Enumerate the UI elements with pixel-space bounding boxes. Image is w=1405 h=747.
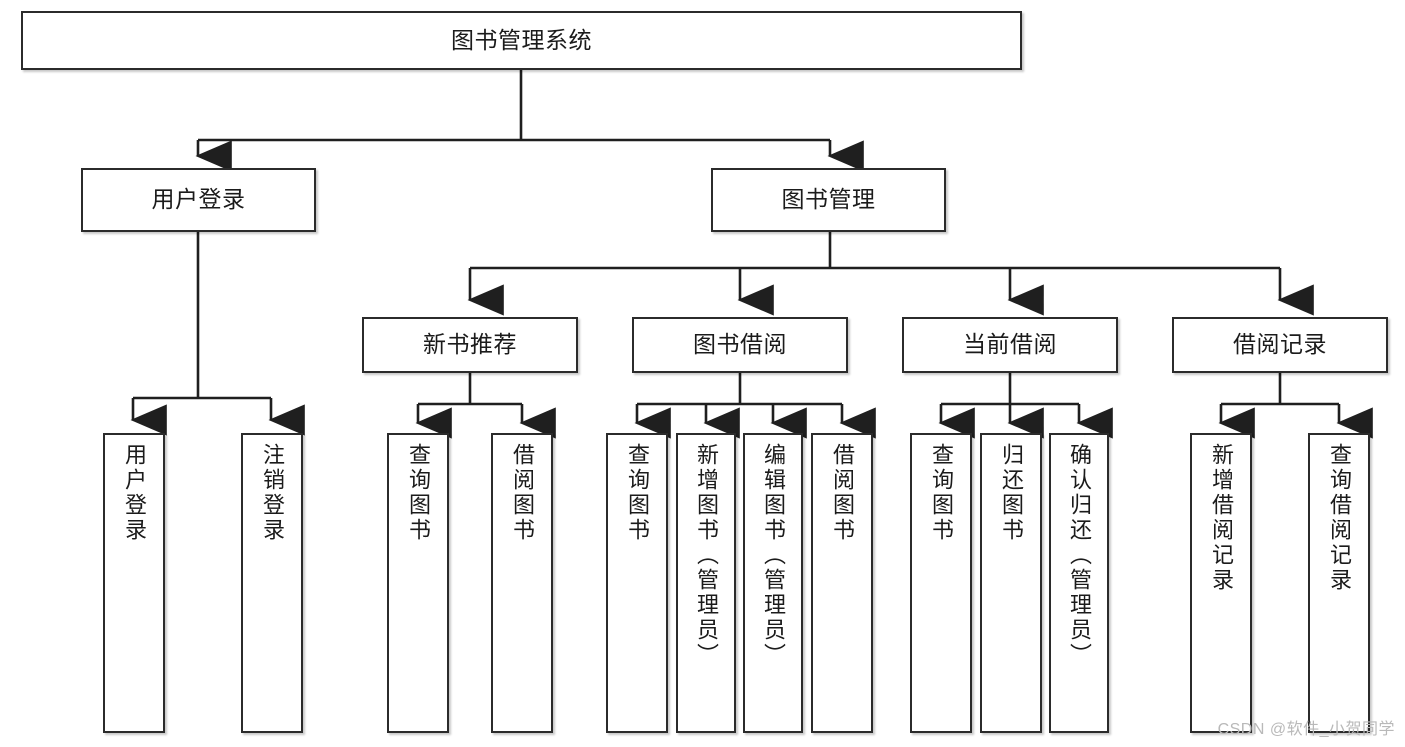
- leaf-recommend-borrow-book[interactable]: 借阅图书: [491, 433, 553, 733]
- leaf-label: 查询图书: [625, 443, 650, 543]
- watermark: CSDN @软件_小贺同学: [1217, 721, 1395, 738]
- leaf-borrow-add-book-admin[interactable]: 新增图书（管理员）: [676, 433, 736, 733]
- leaf-label: 注销登录: [260, 443, 285, 543]
- leaf-borrow-query-book[interactable]: 查询图书: [606, 433, 668, 733]
- node-root-label: 图书管理系统: [451, 26, 592, 53]
- leaf-label: 查询图书: [929, 443, 954, 543]
- leaf-current-query-book[interactable]: 查询图书: [910, 433, 972, 733]
- node-book-borrow-label: 图书借阅: [693, 331, 787, 358]
- leaf-user-login-signin[interactable]: 用户登录: [103, 433, 165, 733]
- node-borrow-record[interactable]: 借阅记录: [1172, 317, 1388, 373]
- node-current-borrow-label: 当前借阅: [963, 331, 1057, 358]
- leaf-label: 编辑图书（管理员）: [761, 443, 786, 668]
- leaf-borrow-borrow-book[interactable]: 借阅图书: [811, 433, 873, 733]
- node-borrow-record-label: 借阅记录: [1233, 331, 1327, 358]
- node-book-management-label: 图书管理: [781, 186, 876, 213]
- leaf-record-query-record[interactable]: 查询借阅记录: [1308, 433, 1370, 733]
- node-new-book-recommend[interactable]: 新书推荐: [362, 317, 578, 373]
- leaf-label: 归还图书: [999, 443, 1024, 543]
- node-user-login-label: 用户登录: [151, 186, 246, 213]
- leaf-label: 查询借阅记录: [1327, 443, 1352, 593]
- leaf-label: 借阅图书: [830, 443, 855, 543]
- leaf-user-login-signout[interactable]: 注销登录: [241, 433, 303, 733]
- leaf-record-add-record[interactable]: 新增借阅记录: [1190, 433, 1252, 733]
- node-book-management[interactable]: 图书管理: [711, 168, 946, 232]
- leaf-current-return-book[interactable]: 归还图书: [980, 433, 1042, 733]
- leaf-label: 查询图书: [406, 443, 431, 543]
- leaf-label: 借阅图书: [510, 443, 535, 543]
- leaf-label: 新增借阅记录: [1209, 443, 1234, 593]
- node-book-borrow[interactable]: 图书借阅: [632, 317, 848, 373]
- node-user-login[interactable]: 用户登录: [81, 168, 316, 232]
- leaf-borrow-edit-book-admin[interactable]: 编辑图书（管理员）: [743, 433, 803, 733]
- leaf-label: 用户登录: [122, 443, 147, 543]
- node-current-borrow[interactable]: 当前借阅: [902, 317, 1118, 373]
- node-root[interactable]: 图书管理系统: [21, 11, 1022, 70]
- leaf-label: 新增图书（管理员）: [694, 443, 719, 668]
- node-new-book-recommend-label: 新书推荐: [423, 331, 517, 358]
- leaf-label: 确认归还（管理员）: [1067, 443, 1092, 668]
- leaf-current-confirm-return-admin[interactable]: 确认归还（管理员）: [1049, 433, 1109, 733]
- leaf-recommend-query-book[interactable]: 查询图书: [387, 433, 449, 733]
